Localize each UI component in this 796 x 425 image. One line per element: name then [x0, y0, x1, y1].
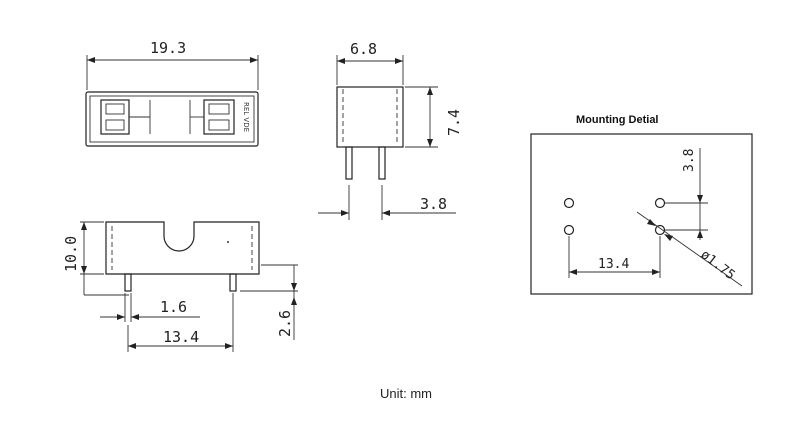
mounting-vertical-label: 3.8 — [682, 149, 697, 172]
front-height-label: 10.0 — [62, 236, 80, 272]
top-view-logo: REL VDE — [242, 102, 250, 132]
hole-bottom-right — [654, 224, 666, 236]
side-pin-label: 3.8 — [420, 195, 447, 213]
hole-bottom-left — [563, 224, 575, 236]
mounting-title: Mounting Detial — [576, 114, 659, 126]
front-pitch-label: 13.4 — [163, 328, 199, 346]
side-height-label: 7.4 — [445, 109, 463, 136]
unit-label: Unit: mm — [380, 386, 432, 401]
side-view: 6.8 7.4 3.8 — [318, 40, 463, 220]
hole-top-right — [654, 197, 666, 209]
front-pin-length-label: 2.6 — [276, 310, 294, 337]
svg-text:REL VDE: REL VDE — [242, 102, 250, 132]
mounting-hole-label: ø1.75 — [698, 247, 738, 283]
hole-top-left — [563, 197, 575, 209]
front-view: 10.0 1.6 13.4 2.6 — [62, 221, 298, 352]
front-pin-width-label: 1.6 — [160, 298, 187, 316]
mounting-detail: Mounting Detial 3.8 13.4 ø1.75 — [530, 114, 753, 295]
side-width-label: 6.8 — [350, 40, 377, 58]
top-width-label: 19.3 — [150, 39, 186, 57]
mounting-horizontal-label: 13.4 — [598, 257, 629, 272]
top-view: 19.3 REL VDE — [85, 39, 259, 147]
